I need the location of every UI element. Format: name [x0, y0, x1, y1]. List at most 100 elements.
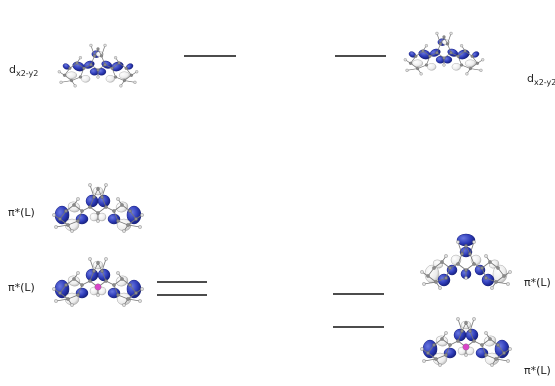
atom	[442, 56, 446, 60]
atom	[460, 252, 464, 256]
atom	[434, 357, 438, 361]
bond	[445, 267, 451, 279]
atom	[421, 49, 425, 53]
orbital-lobe-negative	[435, 335, 449, 347]
atom	[456, 339, 460, 343]
atom	[442, 63, 446, 67]
bond	[485, 354, 497, 360]
atom	[64, 283, 68, 287]
atom	[99, 54, 104, 58]
bond	[435, 354, 447, 360]
atom	[72, 203, 76, 207]
bond	[124, 80, 136, 83]
orbital-lobe-negative	[427, 63, 437, 71]
atom	[72, 277, 76, 281]
orbital-right-pi-upper	[420, 233, 512, 290]
atom	[104, 257, 108, 261]
atom	[460, 63, 464, 67]
atom	[124, 66, 128, 70]
atom	[134, 291, 138, 295]
atom	[414, 54, 418, 58]
orbital-lobe-negative	[412, 59, 424, 68]
orbital-lobe-positive	[481, 273, 495, 287]
atom	[96, 68, 100, 72]
atom	[424, 44, 428, 48]
atom	[120, 277, 124, 281]
atom	[96, 293, 100, 297]
orbital-lobe-positive	[437, 273, 451, 287]
bond	[90, 45, 95, 57]
bond	[60, 80, 72, 83]
atom	[76, 271, 80, 275]
atom	[73, 84, 77, 88]
atom	[133, 80, 137, 84]
atom	[116, 219, 120, 223]
bond	[111, 68, 116, 78]
orbital-left-dx2y2	[57, 43, 139, 88]
atom	[138, 225, 142, 229]
atom	[428, 54, 432, 58]
atom	[490, 363, 494, 367]
atom	[76, 219, 80, 223]
atom	[449, 31, 453, 35]
atom	[438, 286, 442, 290]
orbital-lobe-positive	[111, 61, 124, 72]
bond	[469, 253, 475, 265]
bond	[67, 220, 79, 226]
atom	[456, 240, 460, 244]
bond	[481, 344, 487, 356]
atom	[422, 359, 426, 363]
atom	[78, 75, 82, 79]
bond	[101, 270, 107, 282]
orbital-lobe-positive	[72, 61, 85, 72]
bond	[469, 318, 475, 332]
atom	[96, 187, 100, 191]
atom	[448, 266, 452, 270]
atom	[96, 261, 100, 265]
orbital-left-pi-lower	[52, 257, 144, 307]
atom	[114, 75, 118, 79]
atom	[96, 47, 100, 51]
atom	[135, 70, 139, 74]
bond	[77, 284, 83, 296]
atom	[416, 67, 420, 71]
atom	[68, 66, 72, 70]
atom	[444, 353, 448, 357]
bond	[457, 56, 462, 66]
atom	[89, 63, 93, 67]
bond	[436, 33, 441, 45]
bond	[495, 358, 509, 362]
atom	[112, 283, 116, 287]
atom	[432, 266, 436, 270]
bond	[417, 64, 427, 69]
orbital-lobe-positive	[457, 49, 470, 60]
bond	[423, 358, 437, 362]
atom	[104, 183, 108, 187]
atom	[464, 321, 468, 325]
bond	[127, 298, 141, 302]
bond	[101, 184, 107, 198]
bond	[436, 43, 441, 53]
atom	[116, 197, 120, 201]
atom	[460, 44, 464, 48]
atom	[488, 337, 492, 341]
orbital-lobe-negative	[92, 186, 104, 196]
bond	[117, 294, 129, 300]
bond	[495, 281, 509, 285]
atom	[116, 293, 120, 297]
atom	[426, 351, 430, 355]
label-right-pi-lower: π*(L)	[524, 364, 551, 377]
label-left-pi-upper: π*(L)	[8, 206, 35, 219]
orbital-lobe-positive	[442, 56, 453, 64]
atom	[472, 262, 476, 266]
atom	[88, 257, 92, 261]
atom	[506, 359, 510, 363]
atom	[122, 303, 126, 307]
atom	[76, 197, 80, 201]
bond	[67, 294, 79, 300]
atom	[468, 329, 472, 333]
orbital-lobe-negative	[118, 71, 130, 80]
bond	[469, 330, 475, 342]
atom	[409, 61, 413, 65]
atom	[484, 254, 488, 258]
